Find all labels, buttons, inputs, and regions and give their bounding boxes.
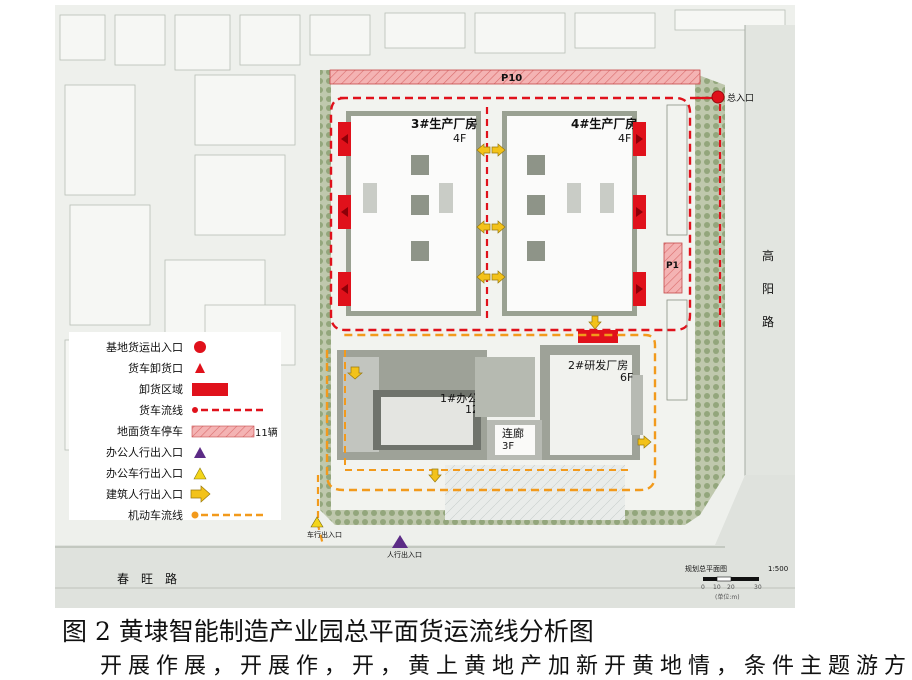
scale-unit: (单位:m)	[715, 593, 740, 601]
main-entry-label: 总入口	[727, 92, 754, 104]
corridor-floors: 3F	[502, 441, 514, 452]
truck-route-loop	[329, 96, 692, 332]
legend-yellow-triangle-icon	[193, 467, 207, 480]
legend-label-truck-parking: 地面货车停车	[117, 424, 183, 438]
corridor: 连廊 3F	[487, 420, 542, 460]
scale-tick-10: 10	[713, 584, 721, 591]
road-east-char-2: 阳	[762, 282, 774, 296]
parking-p1-label: P1	[666, 261, 679, 271]
road-south	[55, 475, 795, 608]
building-3-name: 3#生产厂房	[411, 116, 477, 131]
ped-entry-label: 人行出入口	[387, 550, 422, 559]
site-plan-diagram: P10 3#生产厂房 4F 4#生产厂房 4F 1#办公楼 12F	[55, 5, 795, 608]
legend-red-rect-icon	[192, 383, 228, 396]
building-3-floors: 4F	[453, 132, 466, 145]
scale-tick-0: 0	[701, 584, 705, 591]
scale-tick-20: 20	[727, 584, 735, 591]
legend-label-unloading-port: 货车卸货口	[128, 361, 183, 375]
freight-entrance-icon	[711, 90, 725, 104]
building-2-floors: 6F	[620, 371, 633, 384]
cutoff-body-text: 开展作展，开展作，开，黄上黄地产加新开黄地情，条件主题游方	[100, 654, 912, 679]
unloading-dock-icons	[341, 134, 643, 294]
corridor-name: 连廊	[502, 426, 524, 440]
scale-ratio: 1:500	[768, 565, 788, 573]
legend-red-triangle-icon	[195, 363, 205, 373]
road-south-label: 春 旺 路	[117, 571, 177, 586]
legend-label-vehicle-route: 机动车流线	[128, 508, 183, 522]
legend-orange-arrow-icon	[190, 485, 211, 503]
legend-orange-route-icon	[191, 511, 199, 519]
legend-label-truck-route: 货车流线	[139, 403, 183, 417]
building-4-name: 4#生产厂房	[571, 116, 637, 131]
legend-label-office-car-entrance: 办公车行出入口	[106, 466, 183, 480]
legend-red-route-icon	[192, 407, 198, 413]
building-1: 1#办公楼 12F	[337, 350, 489, 460]
plan-title: 规划总平面图	[685, 564, 727, 573]
building-3: 3#生产厂房 4F	[346, 111, 481, 316]
legend-label-building-ped-entrance: 建筑人行出入口	[106, 487, 183, 501]
legend-label-freight-entrance: 基地货运出入口	[106, 340, 183, 354]
legend-truck-parking-count: 11辆	[255, 426, 278, 439]
office-vehicle-entrance-icon	[310, 516, 324, 528]
truck-parking-p1	[663, 242, 683, 294]
office-pedestrian-entrance-icon	[392, 535, 408, 548]
plaza-paving	[445, 465, 625, 520]
vehicle-route-loop	[325, 333, 657, 492]
car-entry-label: 车行出入口	[307, 530, 342, 539]
figure-caption: 图 2 黄埭智能制造产业园总平面货运流线分析图	[62, 617, 594, 646]
legend-red-circle-icon	[194, 341, 206, 353]
scale-bar	[703, 576, 759, 582]
building-4-floors: 4F	[618, 132, 631, 145]
parking-p10-label: P10	[501, 73, 522, 84]
truck-parking-p10	[329, 69, 701, 85]
building-2-name: 2#研发厂房	[568, 358, 628, 372]
building-4: 4#生产厂房 4F	[502, 111, 637, 316]
legend-label-office-ped-entrance: 办公人行出入口	[106, 445, 183, 459]
road-east-char-1: 高	[762, 248, 774, 263]
legend: 基地货运出入口 货车卸货口 卸货区域 货车流线 地面货车停车 11辆 办公人行出…	[106, 340, 278, 522]
pedestrian-arrows	[347, 143, 652, 483]
road-east-char-3: 路	[762, 314, 774, 329]
legend-label-unloading-area: 卸货区域	[139, 382, 183, 396]
scale-tick-30: 30	[754, 584, 762, 591]
building-2: 2#研发厂房 6F	[540, 345, 643, 460]
legend-purple-triangle-icon	[194, 447, 206, 458]
legend-hatched-rect-icon	[191, 425, 255, 438]
